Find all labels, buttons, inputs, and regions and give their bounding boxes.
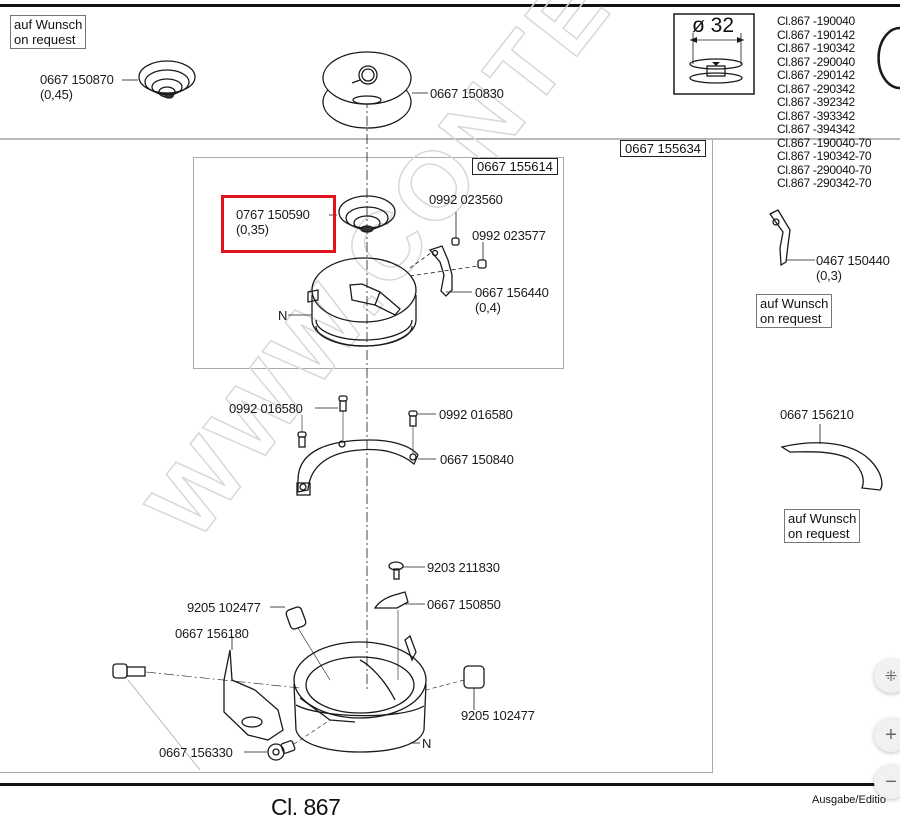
assembly-label-outer: 0667 155634 xyxy=(620,140,706,157)
bobbin-case-drawing xyxy=(307,257,417,347)
part-label-guide-150850[interactable]: 0667 150850 xyxy=(427,597,501,612)
model-item: Cl.867 -190040-70 xyxy=(777,135,872,150)
model-item: Cl.867 -393342 xyxy=(777,108,855,123)
part-label-screw-023577[interactable]: 0992 023577 xyxy=(472,228,546,243)
guard-156180 xyxy=(223,649,284,741)
model-list: Cl.867 -190040 Cl.867 -190142 Cl.867 -19… xyxy=(777,14,872,191)
set-screw-a xyxy=(285,606,307,630)
assembly-frame-inner xyxy=(193,157,564,369)
part-label-set-screw-b[interactable]: 9205 102477 xyxy=(461,708,535,723)
screw-023577 xyxy=(477,259,487,269)
note-en: on request xyxy=(760,311,822,326)
model-item: Cl.867 -290342-70 xyxy=(777,176,872,190)
zoom-in-button[interactable]: + xyxy=(874,718,900,752)
model-item: Cl.867 -290142 xyxy=(777,68,855,82)
model-item: Cl.867 -190142 xyxy=(777,27,855,42)
tension-spring-03 xyxy=(769,209,791,267)
screw-016580-b xyxy=(408,410,418,427)
note-de: auf Wunsch xyxy=(14,17,83,32)
part-spec: (0,35) xyxy=(236,222,269,237)
part-number: 0467 150440 xyxy=(816,253,890,268)
gib-alt-drawing xyxy=(780,442,883,491)
part-label-set-screw-a[interactable]: 9205 102477 xyxy=(187,600,261,615)
plus-icon: + xyxy=(885,723,897,746)
part-label-spring-035[interactable]: 0767 150590 (0,35) xyxy=(236,207,310,237)
part-label-screw-156330[interactable]: 0667 156330 xyxy=(159,745,233,760)
model-item: Cl.867 -290040-70 xyxy=(777,162,872,177)
note-en: on request xyxy=(14,32,76,47)
note-de: auf Wunsch xyxy=(788,511,857,526)
model-item: Cl.867 -190342-70 xyxy=(777,149,872,163)
tension-spring-04 xyxy=(428,245,453,297)
spring-cone-035 xyxy=(338,195,396,233)
diameter-symbol: ø xyxy=(692,14,705,37)
part-spec: (0,45) xyxy=(40,87,73,102)
bobbin-case-marker: N xyxy=(278,308,288,323)
hook-marker: N xyxy=(422,736,432,751)
part-label-screw-211830[interactable]: 9203 211830 xyxy=(427,560,500,575)
top-border xyxy=(0,4,900,7)
bobbin-diameter: ø 32 xyxy=(692,14,734,38)
bobbin-drawing xyxy=(322,51,412,129)
part-label-screw-016580-b[interactable]: 0992 016580 xyxy=(439,407,513,422)
on-request-note-1: auf Wunsch on request xyxy=(10,15,87,49)
fit-screen-button[interactable]: ⁜ xyxy=(874,659,900,693)
part-spec: (0,3) xyxy=(816,268,842,283)
part-label-gib[interactable]: 0667 150840 xyxy=(440,452,514,467)
screw-211830 xyxy=(388,561,404,580)
part-label-guard-156180[interactable]: 0667 156180 xyxy=(175,626,249,641)
model-item: Cl.867 -394342 xyxy=(777,122,855,136)
minus-icon: − xyxy=(885,770,897,793)
screw-016580-c xyxy=(297,431,307,448)
part-label-screw-023560[interactable]: 0992 023560 xyxy=(429,192,503,207)
screw-023560 xyxy=(451,237,460,246)
screw-left-cap xyxy=(112,663,146,679)
guide-150850 xyxy=(373,591,409,609)
model-item: Cl.867 -290342 xyxy=(777,81,855,96)
part-number: 0667 156440 xyxy=(475,285,549,300)
part-label-screw-016580-a[interactable]: 0992 016580 xyxy=(229,401,303,416)
bobbin-spec-box xyxy=(673,13,755,95)
document-title: Cl. 867 xyxy=(271,794,341,820)
hook-body-drawing xyxy=(293,634,427,753)
section-divider xyxy=(0,138,900,140)
note-de: auf Wunsch xyxy=(760,296,829,311)
on-request-note-3: auf Wunsch on request xyxy=(784,509,861,543)
model-item: Cl.867 -392342 xyxy=(777,95,855,109)
assembly-label-inner: 0667 155614 xyxy=(472,158,558,175)
zoom-out-button[interactable]: − xyxy=(874,765,900,799)
fit-screen-icon: ⁜ xyxy=(884,668,898,685)
spring-cone-045 xyxy=(138,60,196,99)
gib-drawing xyxy=(296,439,419,496)
bottom-border xyxy=(0,783,880,786)
model-item: Cl.867 -190040 xyxy=(777,14,855,28)
screw-156330 xyxy=(267,740,296,761)
part-label-spring-04[interactable]: 0667 156440 (0,4) xyxy=(475,285,549,315)
model-item: Cl.867 -190342 xyxy=(777,41,855,55)
part-label-bobbin[interactable]: 0667 150830 xyxy=(430,86,504,101)
edition-label: Ausgabe/Editio xyxy=(812,794,886,806)
assembly-frame-outer xyxy=(0,140,713,773)
part-label-spring-045[interactable]: 0667 150870 (0,45) xyxy=(40,72,114,102)
note-en: on request xyxy=(788,526,850,541)
screw-016580-a xyxy=(338,395,348,412)
part-spec: (0,4) xyxy=(475,300,501,315)
part-label-gib-alt[interactable]: 0667 156210 xyxy=(780,407,854,422)
model-item: Cl.867 -290040 xyxy=(777,54,855,69)
set-screw-b xyxy=(463,665,485,689)
on-request-note-2: auf Wunsch on request xyxy=(756,294,833,328)
part-label-spring-03[interactable]: 0467 150440 (0,3) xyxy=(816,253,890,283)
diameter-value: 32 xyxy=(710,14,735,37)
part-number: 0667 150870 xyxy=(40,72,114,87)
part-number: 0767 150590 xyxy=(236,207,310,222)
highlighted-part-frame xyxy=(221,195,336,253)
